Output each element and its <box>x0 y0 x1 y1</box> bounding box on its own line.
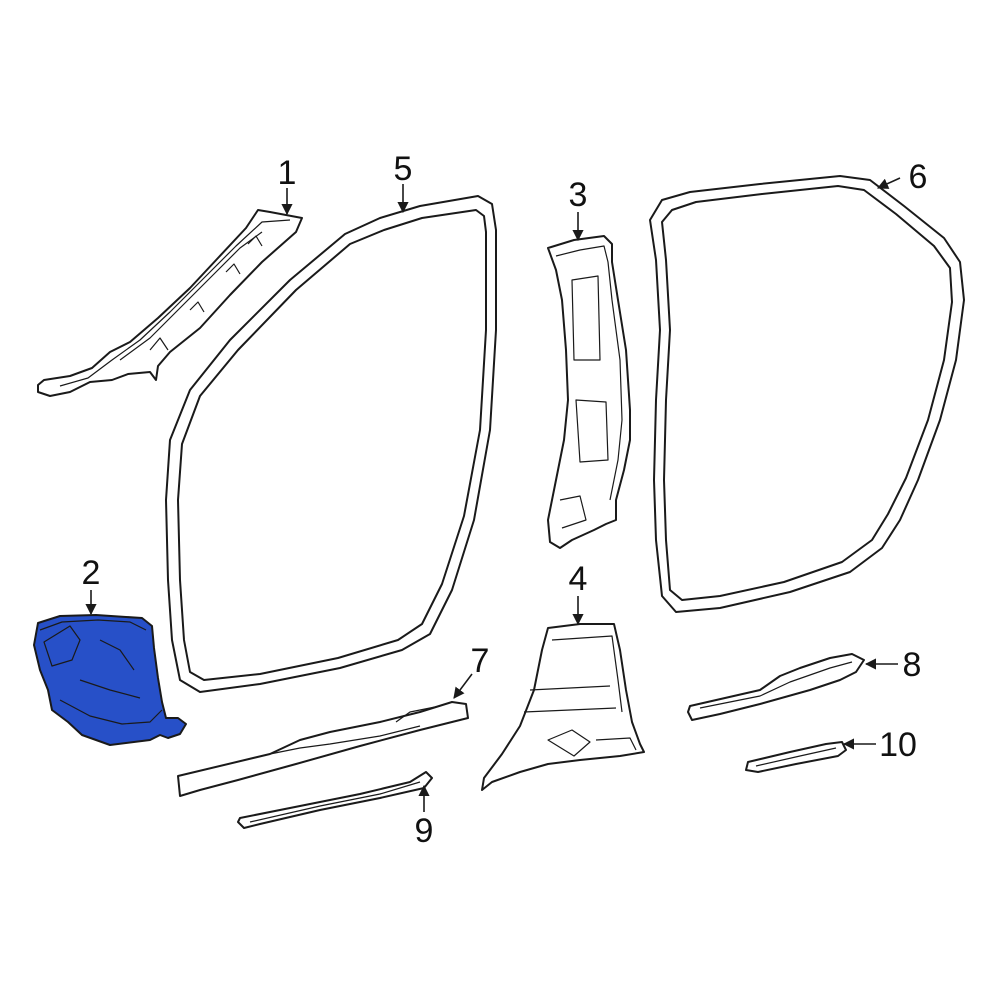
callout-3: 3 <box>569 176 588 242</box>
callout-label-1: 1 <box>278 154 297 192</box>
callout-8: 8 <box>864 646 922 684</box>
callout-4: 4 <box>569 560 588 626</box>
callout-10: 10 <box>842 726 917 764</box>
callout-label-8: 8 <box>903 646 922 684</box>
callout-5: 5 <box>394 150 413 214</box>
callout-label-2: 2 <box>82 554 101 592</box>
part-7-front-sill-plate[interactable] <box>177 701 469 797</box>
callout-label-3: 3 <box>569 176 588 214</box>
part-8-rear-sill-plate[interactable] <box>687 653 865 721</box>
callout-2: 2 <box>82 554 101 616</box>
callout-label-6: 6 <box>909 158 928 196</box>
callout-1: 1 <box>278 154 297 216</box>
part-9-front-scuff-plate[interactable] <box>237 771 433 829</box>
part-5-front-door-weatherstrip[interactable] <box>165 195 497 693</box>
part-1-a-pillar-trim[interactable] <box>37 209 303 397</box>
callout-6: 6 <box>876 158 928 196</box>
callout-label-4: 4 <box>569 560 588 598</box>
callout-label-9: 9 <box>415 812 434 850</box>
callout-7: 7 <box>453 642 490 699</box>
part-2-kick-panel[interactable] <box>33 614 187 746</box>
callout-label-5: 5 <box>394 150 413 188</box>
part-4-b-pillar-lower-trim[interactable] <box>481 623 645 791</box>
callout-label-7: 7 <box>471 642 490 680</box>
callout-label-10: 10 <box>879 726 917 764</box>
part-6-rear-door-weatherstrip[interactable] <box>649 175 965 613</box>
part-10-rear-scuff-plate[interactable] <box>745 741 847 773</box>
callout-9: 9 <box>415 784 434 850</box>
part-3-b-pillar-upper-trim[interactable] <box>547 235 631 549</box>
